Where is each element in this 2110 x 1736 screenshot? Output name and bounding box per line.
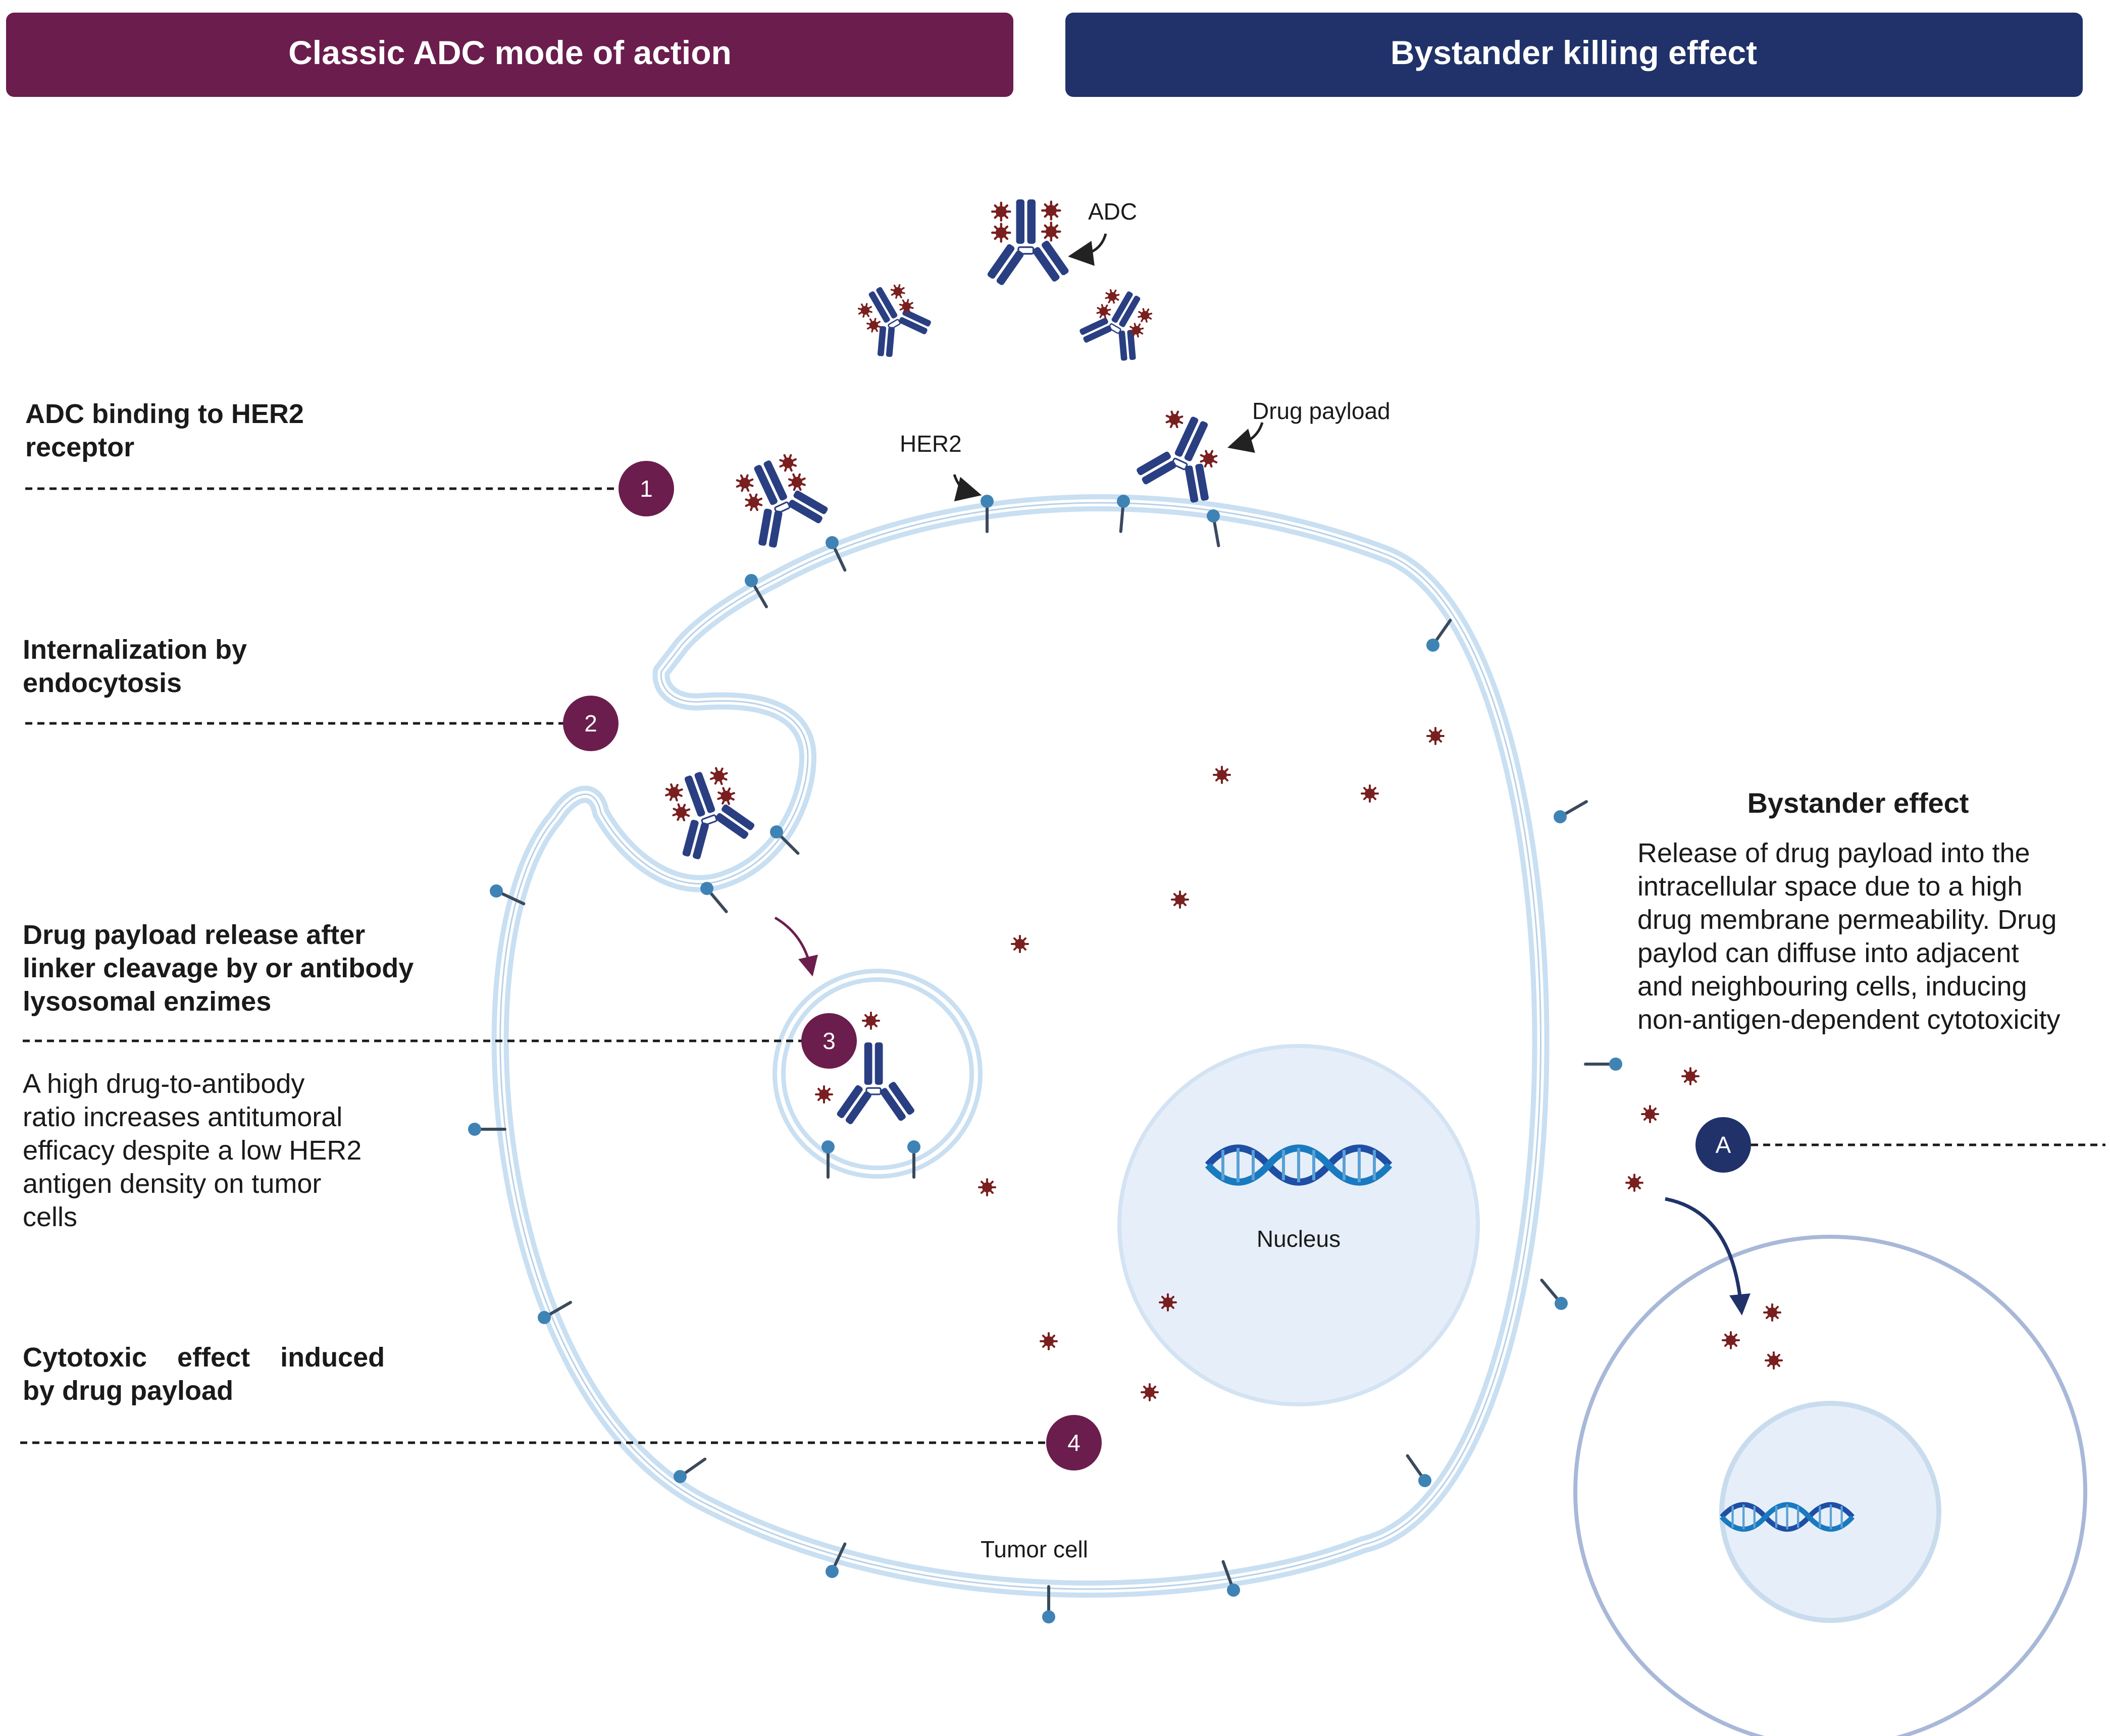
step-3-label: Drug payload release after linker cleava… — [23, 920, 421, 1017]
her2-receptor-icon — [1585, 1058, 1622, 1071]
leader-lines — [20, 487, 2105, 1444]
her2-receptor-icon — [1551, 796, 1589, 826]
nucleus-label: Nucleus — [1257, 1226, 1341, 1252]
adc-label: ADC — [1088, 198, 1137, 225]
her2-receptor-icon — [1536, 1276, 1570, 1313]
step-marker-3: 3 — [801, 1013, 857, 1069]
step-2-label: Internalization by endocytosis — [23, 635, 254, 698]
arrows — [774, 233, 1751, 1316]
step-4-label: Cytotoxic effect induced by drug payload — [23, 1342, 392, 1406]
svg-text:3: 3 — [822, 1028, 836, 1054]
step-marker-2: 2 — [563, 696, 619, 751]
neighbour-cell — [1573, 1235, 2087, 1736]
bound-adc-step1 — [727, 445, 836, 555]
header-bystander-label: Bystander killing effect — [1391, 34, 1757, 71]
step-marker-1: 1 — [619, 461, 674, 516]
tumor-cell-membrane — [491, 494, 1550, 1598]
bystander-title: Bystander effect — [1747, 787, 1969, 819]
free-adcs — [847, 198, 1165, 371]
step-marker-4: 4 — [1046, 1415, 1102, 1470]
svg-text:2: 2 — [584, 710, 597, 737]
dar-note: A high drug-to-antibody ratio increases … — [23, 1069, 369, 1232]
header-bystander: Bystander killing effect — [1065, 13, 2083, 97]
adc-antibody-icon — [847, 272, 938, 364]
nucleus: Nucleus — [1117, 1044, 1480, 1406]
tumor-cell-label: Tumor cell — [981, 1536, 1088, 1562]
svg-text:4: 4 — [1067, 1430, 1080, 1456]
header-classic-adc-label: Classic ADC mode of action — [288, 34, 732, 71]
svg-text:A: A — [1716, 1132, 1731, 1158]
endosome-adc — [656, 759, 761, 866]
header-classic-adc: Classic ADC mode of action — [6, 13, 1013, 97]
her2-label: HER2 — [900, 431, 962, 457]
adc-antibody-icon — [1074, 278, 1165, 371]
step-1-label: ADC binding to HER2 receptor — [25, 399, 312, 462]
bystander-description: Release of drug payload into the intrace… — [1637, 838, 2064, 1035]
drug-payload-label: Drug payload — [1252, 398, 1391, 424]
bystander-marker: A — [1695, 1117, 1751, 1173]
svg-text:1: 1 — [640, 476, 653, 502]
adc-antibody-icon — [986, 198, 1071, 287]
